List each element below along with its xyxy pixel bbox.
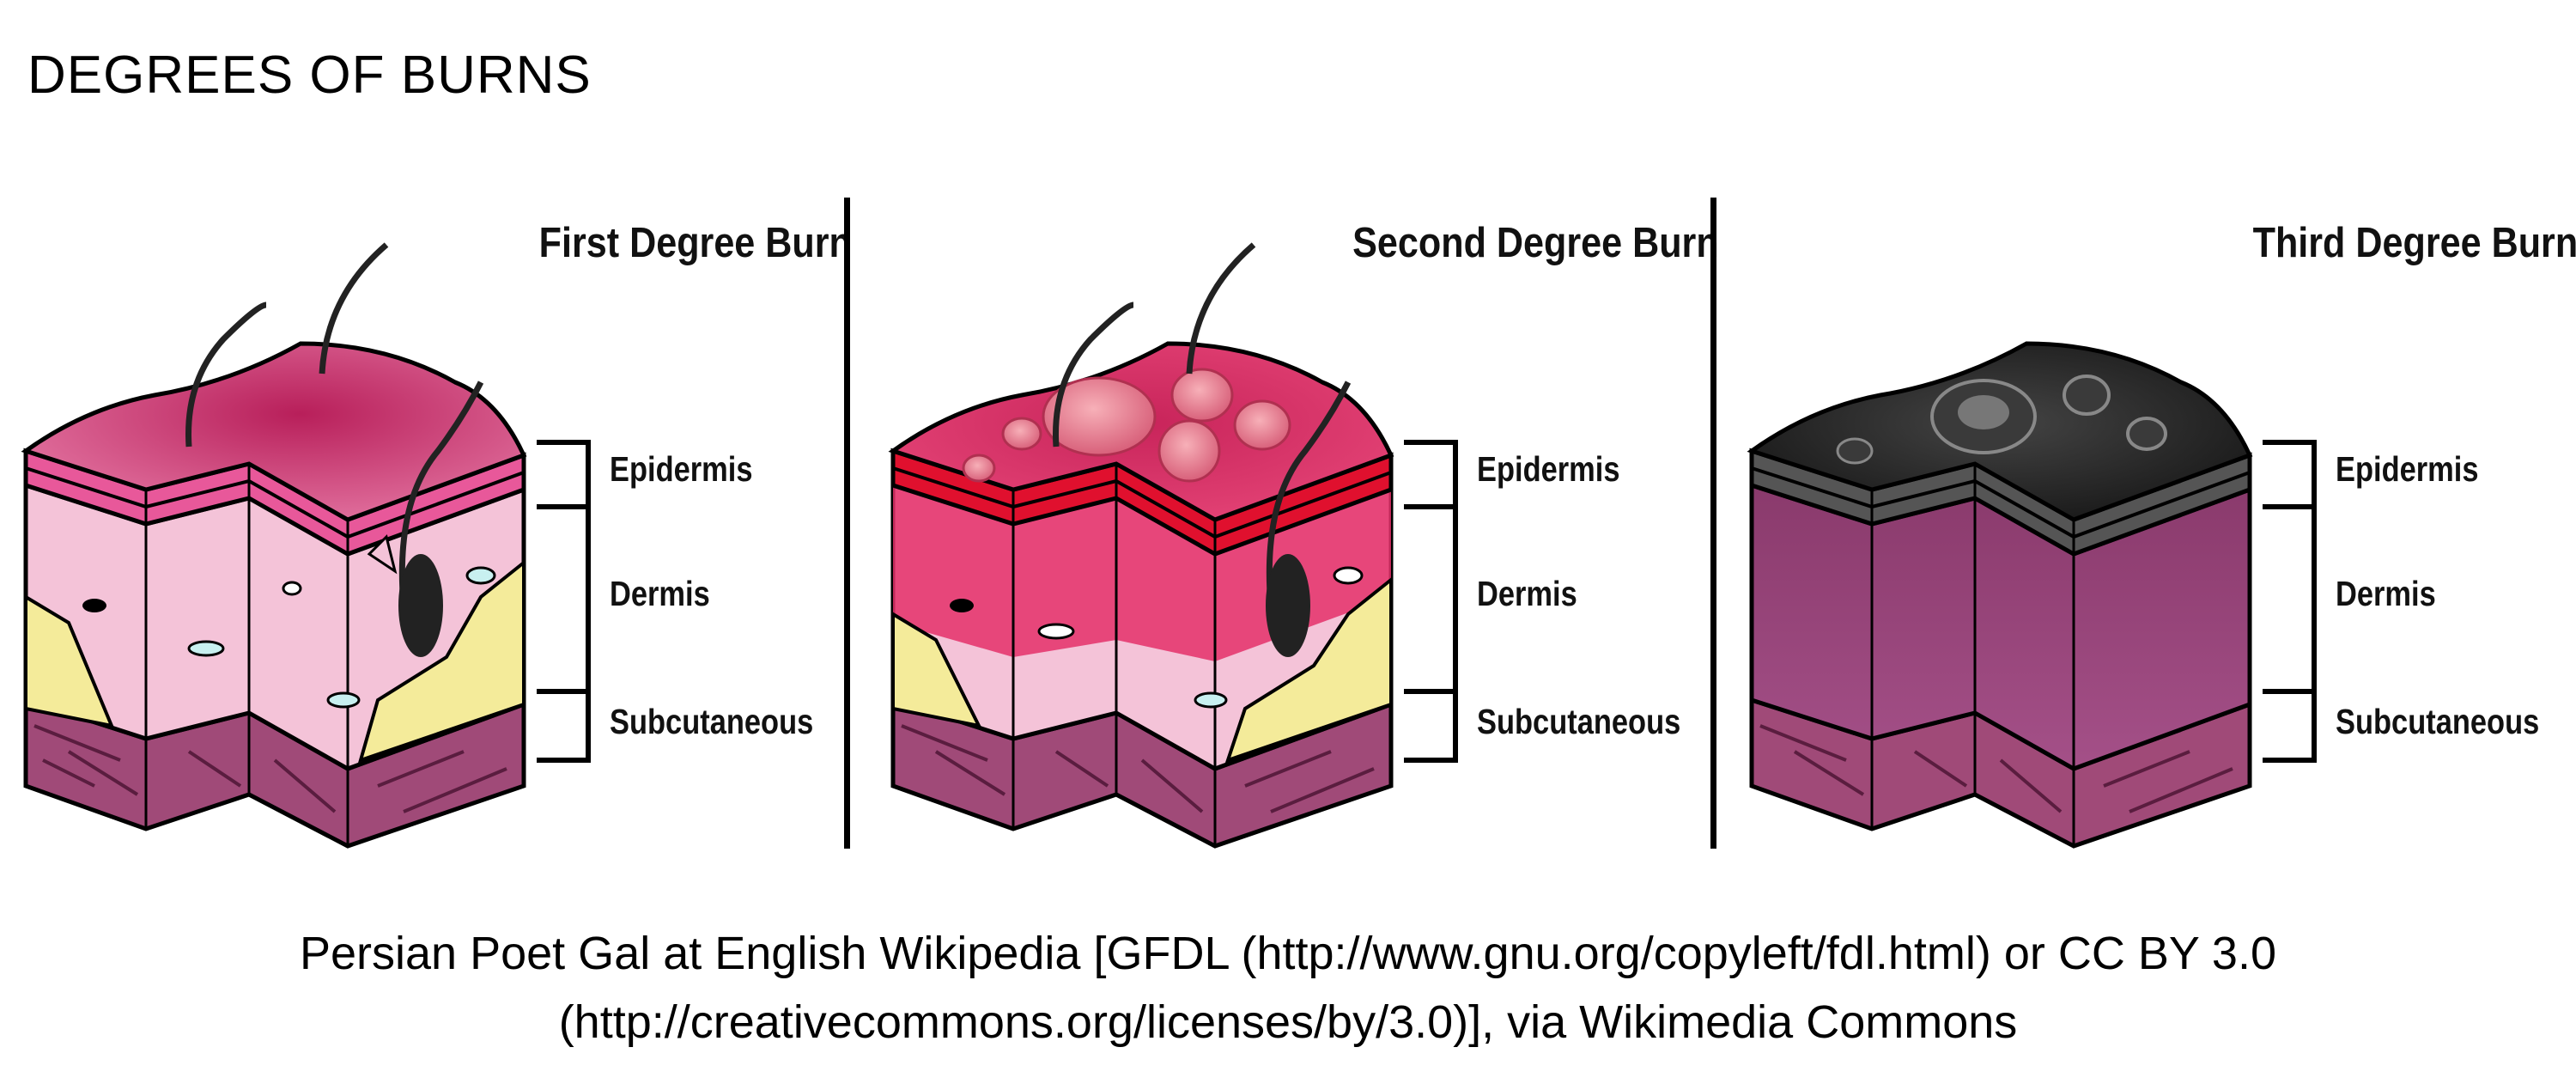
panel-title: Third Degree Burn bbox=[2252, 220, 2576, 266]
epidermis-label: Epidermis bbox=[1477, 449, 1620, 489]
dermis-label: Dermis bbox=[1477, 574, 1577, 613]
first-degree-skin-illustration bbox=[21, 242, 591, 849]
panel-divider bbox=[1710, 198, 1716, 849]
credit-line-1: Persian Poet Gal at English Wikipedia [G… bbox=[300, 928, 2276, 979]
third-degree-panel: Third Degree Burn Epidermis Dermis Subcu… bbox=[1743, 193, 2576, 855]
dermis-label: Dermis bbox=[610, 574, 710, 613]
panel-title: Second Degree Burn bbox=[1352, 220, 1719, 266]
subcutaneous-label: Subcutaneous bbox=[1477, 702, 1681, 741]
attribution-credit: Persian Poet Gal at English Wikipedia [G… bbox=[0, 919, 2576, 1057]
dermis-label: Dermis bbox=[2336, 574, 2436, 613]
credit-line-2: (http://creativecommons.org/licenses/by/… bbox=[558, 996, 2018, 1048]
panel-title: First Degree Burn bbox=[538, 220, 852, 266]
slide-title: DEGREES OF BURNS bbox=[27, 46, 592, 105]
third-degree-skin-illustration bbox=[1747, 341, 2317, 849]
second-degree-skin-illustration bbox=[888, 242, 1458, 849]
subcutaneous-label: Subcutaneous bbox=[610, 702, 814, 741]
second-degree-panel: Second Degree Burn Epidermis Dermis Subc… bbox=[884, 193, 1743, 855]
panel-divider bbox=[844, 198, 850, 849]
epidermis-label: Epidermis bbox=[2336, 449, 2479, 489]
epidermis-label: Epidermis bbox=[610, 449, 753, 489]
first-degree-panel: First Degree Burn Epidermis Dermis Subcu… bbox=[17, 193, 876, 855]
subcutaneous-label: Subcutaneous bbox=[2336, 702, 2540, 741]
